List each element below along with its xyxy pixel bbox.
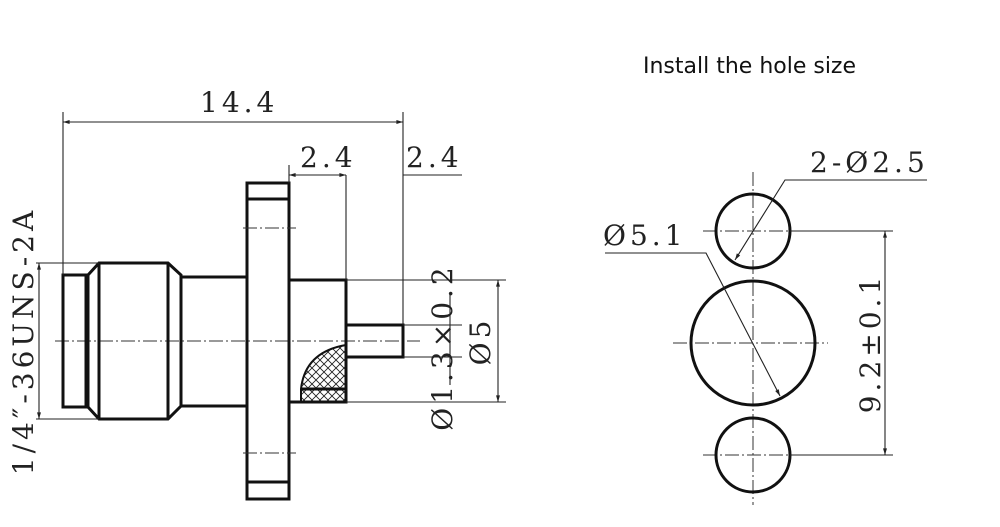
connector-side-view: 14.4 2.4 2.4 1/4″-36UNS-2A Ø1.3×0.2 Ø5 [7,86,506,501]
small-holes-leader [734,179,927,261]
hole-pattern-view: 9.2±0.1 2-Ø2.5 Ø5.1 [603,146,929,505]
center-hole-leader [605,252,781,397]
pin-length-label: 2.4 [406,141,463,174]
pin-spec-label: Ø1.3×0.2 [426,263,459,430]
body-diameter-label: Ø5 [464,317,497,366]
thread-end [61,273,88,409]
insulator-hatch [300,343,347,403]
center-hole-label: Ø5.1 [603,219,686,252]
hole-spacing-label: 9.2±0.1 [854,273,887,414]
overall-length-label: 14.4 [200,86,278,119]
center-hole [689,279,817,407]
flange-to-body-label: 2.4 [300,141,357,174]
thread-spec-label: 1/4″-36UNS-2A [7,207,40,475]
hole-size-title: Install the hole size [643,54,856,79]
small-holes-label: 2-Ø2.5 [810,146,929,179]
pin [344,323,405,359]
